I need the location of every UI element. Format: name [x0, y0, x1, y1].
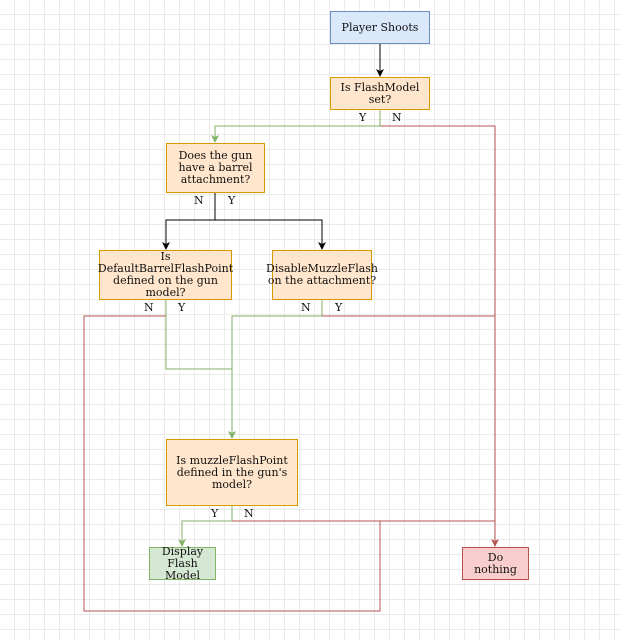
label-muzzle-yes: Y: [211, 507, 219, 520]
edge-flashmodel-no: [380, 125, 499, 547]
node-barrel-attachment[interactable]: Does the gun have a barrel attachment?: [166, 143, 265, 193]
node-muzzle-flashpoint[interactable]: Is muzzleFlashPoint defined in the gun's…: [166, 439, 298, 506]
node-flashmodel-set[interactable]: Is FlashModel set?: [330, 77, 430, 110]
edge-default-no: [83, 315, 381, 612]
label-flashmodel-no: N: [392, 111, 402, 124]
edge-barrel-yes: [215, 219, 326, 250]
label-disable-yes: Y: [335, 301, 343, 314]
label-default-yes: Y: [178, 301, 186, 314]
label-flashmodel-yes: Y: [359, 111, 367, 124]
node-default-barrel-flashpoint[interactable]: Is DefaultBarrelFlashPoint defined on th…: [97, 250, 234, 300]
edge-muzzle-yes: [178, 505, 233, 547]
label-muzzle-no: N: [244, 507, 254, 520]
label-barrel-no: N: [194, 194, 204, 207]
label-barrel-yes: Y: [228, 194, 236, 207]
edge-barrel-no: [162, 192, 216, 250]
label-default-no: N: [144, 301, 154, 314]
node-player-shoots[interactable]: Player Shoots: [330, 11, 430, 44]
label-disable-no: N: [301, 301, 311, 314]
node-display-flash-model[interactable]: Display Flash Model: [149, 545, 216, 581]
edge-flashmodel-yes: [211, 109, 381, 143]
edge-disable-no: [228, 299, 323, 439]
node-do-nothing[interactable]: Do nothing: [462, 547, 529, 580]
node-disable-muzzle-flash[interactable]: DisableMuzzleFlash on the attachment?: [266, 250, 378, 300]
edge-default-yes: [165, 299, 232, 370]
